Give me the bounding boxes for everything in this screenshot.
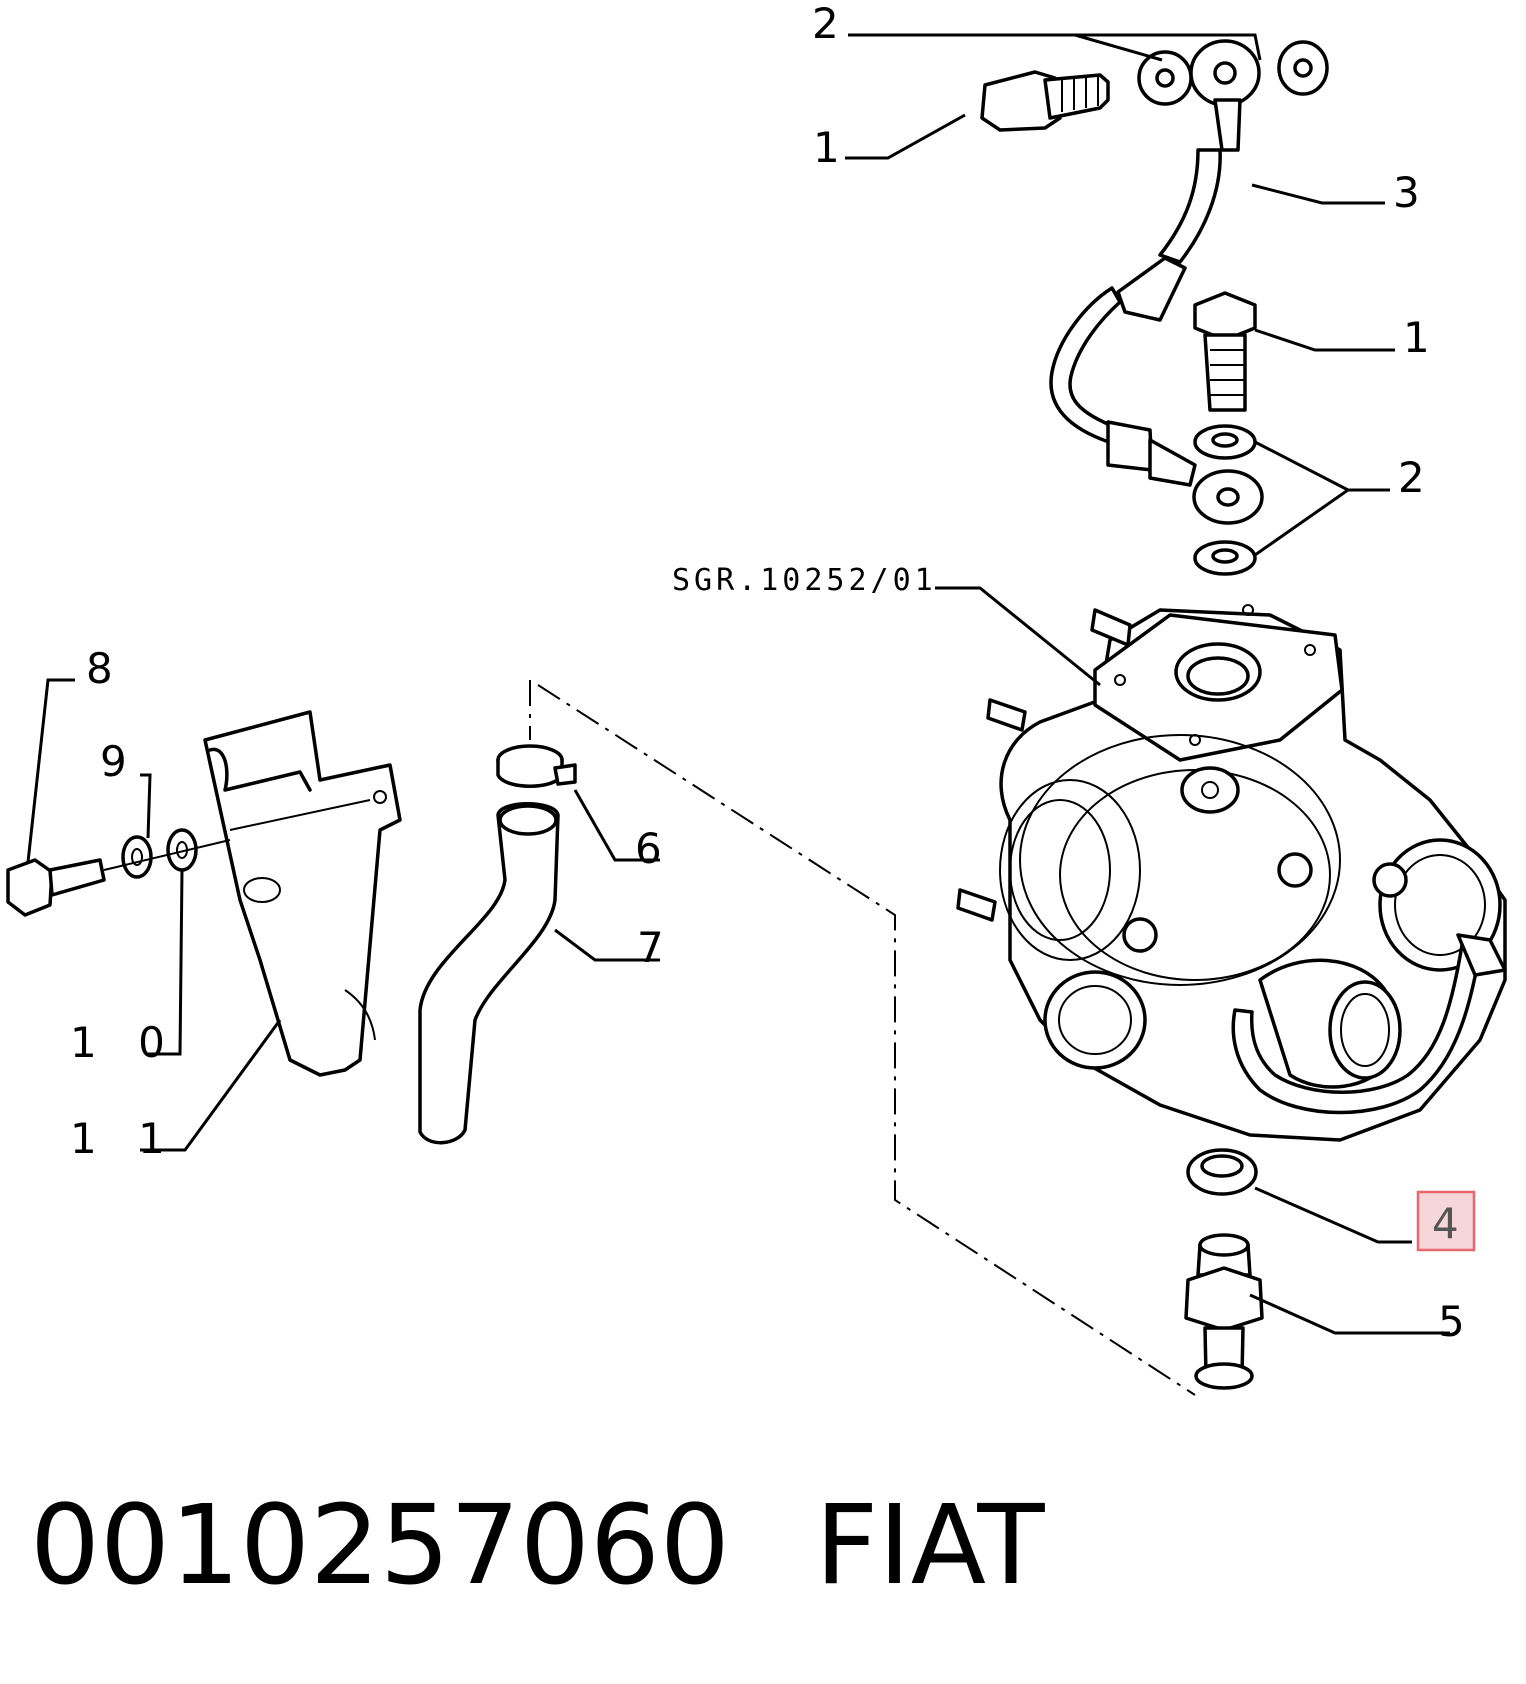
bolt-8: [6, 858, 106, 917]
callout-8: 8: [86, 644, 113, 693]
callout-11: 1 1: [70, 1114, 179, 1163]
bolt-axis-line: [103, 839, 231, 871]
callout-6: 6: [635, 824, 662, 873]
oil-feed-pipe: [1049, 98, 1264, 525]
callout-4: 4: [1432, 1199, 1459, 1248]
callout-1-right: 1: [1403, 313, 1430, 362]
callout-3: 3: [1393, 168, 1420, 217]
washers-top: [1137, 39, 1329, 107]
leader-lines: [26, 33, 1450, 1335]
washer-9: [121, 835, 153, 879]
callout-4-highlight: 4: [1416, 1190, 1476, 1252]
union-fitting-5: [1184, 1233, 1264, 1390]
part-number: 0010257060: [30, 1481, 730, 1609]
hose-7: [418, 802, 560, 1145]
brand-name: FIAT: [815, 1481, 1045, 1609]
callout-10: 1 0: [70, 1018, 179, 1067]
hose-clamp-6: [496, 744, 577, 788]
sealing-washer-4: [1186, 1148, 1258, 1196]
callout-2-right: 2: [1398, 453, 1425, 502]
callout-5: 5: [1438, 1297, 1465, 1346]
callout-9: 9: [100, 737, 127, 786]
callout-2-top: 2: [812, 0, 839, 48]
reference-group-label: SGR.10252/01: [672, 563, 937, 598]
assembly-centerline-pipe: [529, 680, 1196, 1396]
callout-1-top: 1: [813, 123, 840, 172]
banjo-bolt-right: [1193, 291, 1257, 412]
heat-shield-11: [203, 710, 402, 1077]
callout-7: 7: [637, 923, 664, 972]
turbocharger: [956, 604, 1507, 1142]
banjo-bolt-top: [980, 70, 1110, 132]
